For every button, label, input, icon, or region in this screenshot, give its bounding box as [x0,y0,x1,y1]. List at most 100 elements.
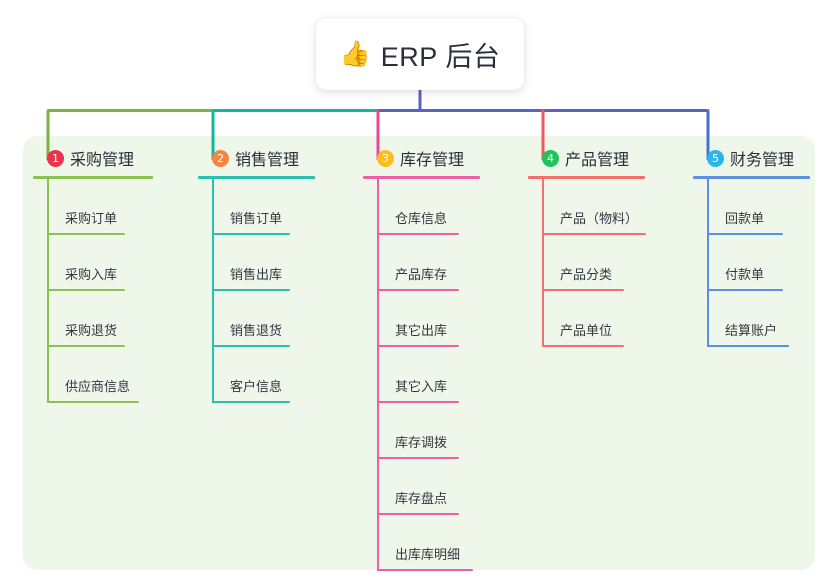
leaf-node[interactable]: 其它出库 [363,291,523,347]
leaf-rule [47,401,139,403]
branch-column-3: 3 库存管理仓库信息产品库存其它出库其它入库库存调拨库存盘点出库库明细 [363,146,523,571]
leaf-label: 其它出库 [395,323,448,338]
leaf-rule [377,569,473,571]
branch-items-2: 销售订单销售出库销售退货客户信息 [198,179,358,403]
leaf-label: 销售订单 [230,211,283,226]
leaf-node[interactable]: 库存盘点 [363,459,523,515]
leaf-rule [707,233,783,235]
leaf-label: 供应商信息 [65,379,131,394]
branch-spine-4 [542,179,544,347]
branch-items-1: 采购订单采购入库采购退货供应商信息 [33,179,193,403]
leaf-rule [707,289,783,291]
leaf-rule [377,233,459,235]
leaf-label: 采购退货 [65,323,118,338]
branch-spine-5 [707,179,709,347]
leaf-node[interactable]: 产品库存 [363,235,523,291]
leaf-label: 产品分类 [560,267,613,282]
leaf-label: 结算账户 [725,323,778,338]
leaf-rule [377,289,459,291]
leaf-label: 客户信息 [230,379,283,394]
branch-badge-4: 4 [542,149,559,167]
leaf-rule [377,457,459,459]
branch-header-2[interactable]: 2 销售管理 [198,146,358,170]
branch-column-1: 1 采购管理采购订单采购入库采购退货供应商信息 [33,146,193,403]
leaf-node[interactable]: 其它入库 [363,347,523,403]
leaf-node[interactable]: 销售订单 [198,179,358,235]
leaf-rule [377,401,459,403]
leaf-label: 采购订单 [65,211,118,226]
leaf-node[interactable]: 销售退货 [198,291,358,347]
branch-items-5: 回款单付款单结算账户 [693,179,839,347]
leaf-node[interactable]: 销售出库 [198,235,358,291]
branch-header-rule-5 [693,176,810,179]
leaf-rule [377,513,459,515]
leaf-rule [542,289,624,291]
leaf-label: 其它入库 [395,379,448,394]
leaf-node[interactable]: 采购订单 [33,179,193,235]
branch-title-3: 库存管理 [400,152,465,169]
leaf-rule [47,233,125,235]
branch-header-5[interactable]: 5 财务管理 [693,146,839,170]
leaf-node[interactable]: 产品（物料） [528,179,688,235]
leaf-node[interactable]: 结算账户 [693,291,839,347]
leaf-label: 销售出库 [230,267,283,282]
branch-items-3: 仓库信息产品库存其它出库其它入库库存调拨库存盘点出库库明细 [363,179,523,571]
branch-header-rule-2 [198,176,315,179]
leaf-label: 产品库存 [395,267,448,282]
leaf-node[interactable]: 付款单 [693,235,839,291]
leaf-node[interactable]: 产品分类 [528,235,688,291]
diagram-background-panel [23,136,815,570]
leaf-node[interactable]: 产品单位 [528,291,688,347]
root-node[interactable]: 👍 ERP 后台 [316,18,524,90]
branch-title-2: 销售管理 [235,152,300,169]
leaf-label: 回款单 [725,211,765,226]
leaf-label: 仓库信息 [395,211,448,226]
branch-spine-2 [212,179,214,403]
branch-header-rule-1 [33,176,153,179]
branch-header-4[interactable]: 4 产品管理 [528,146,688,170]
branch-title-4: 产品管理 [565,152,630,169]
leaf-node[interactable]: 客户信息 [198,347,358,403]
leaf-rule [212,401,290,403]
branch-spine-3 [377,179,379,571]
leaf-node[interactable]: 库存调拨 [363,403,523,459]
leaf-label: 出库库明细 [395,547,461,562]
branch-column-4: 4 产品管理产品（物料） 产品分类产品单位 [528,146,688,347]
leaf-node[interactable]: 采购退货 [33,291,193,347]
leaf-label: 库存调拨 [395,435,448,450]
branch-spine-1 [47,179,49,403]
branch-header-3[interactable]: 3 库存管理 [363,146,523,170]
branch-title-1: 采购管理 [70,152,135,169]
branch-header-rule-4 [528,176,645,179]
leaf-rule [542,345,624,347]
branch-items-4: 产品（物料） 产品分类产品单位 [528,179,688,347]
leaf-label: 销售退货 [230,323,283,338]
leaf-label: 产品（物料） [560,211,639,226]
leaf-node[interactable]: 回款单 [693,179,839,235]
branch-header-1[interactable]: 1 采购管理 [33,146,193,170]
branch-title-5: 财务管理 [730,152,795,169]
leaf-node[interactable]: 出库库明细 [363,515,523,571]
leaf-label: 采购入库 [65,267,118,282]
branch-badge-1: 1 [47,149,64,167]
leaf-label: 库存盘点 [395,491,448,506]
root-title: ERP 后台 [380,41,501,72]
branch-badge-5: 5 [707,149,724,167]
branch-column-2: 2 销售管理销售订单销售出库销售退货客户信息 [198,146,358,403]
leaf-label: 产品单位 [560,323,613,338]
thumbs-up-icon: 👍 [339,39,371,68]
leaf-rule [707,345,789,347]
leaf-rule [47,289,125,291]
leaf-rule [212,345,290,347]
branch-column-5: 5 财务管理回款单付款单结算账户 [693,146,839,347]
leaf-rule [542,233,646,235]
branch-badge-2: 2 [212,149,229,167]
leaf-node[interactable]: 仓库信息 [363,179,523,235]
leaf-rule [212,233,290,235]
leaf-rule [47,345,125,347]
branch-badge-3: 3 [377,149,394,167]
branch-header-rule-3 [363,176,480,179]
leaf-node[interactable]: 供应商信息 [33,347,193,403]
leaf-node[interactable]: 采购入库 [33,235,193,291]
